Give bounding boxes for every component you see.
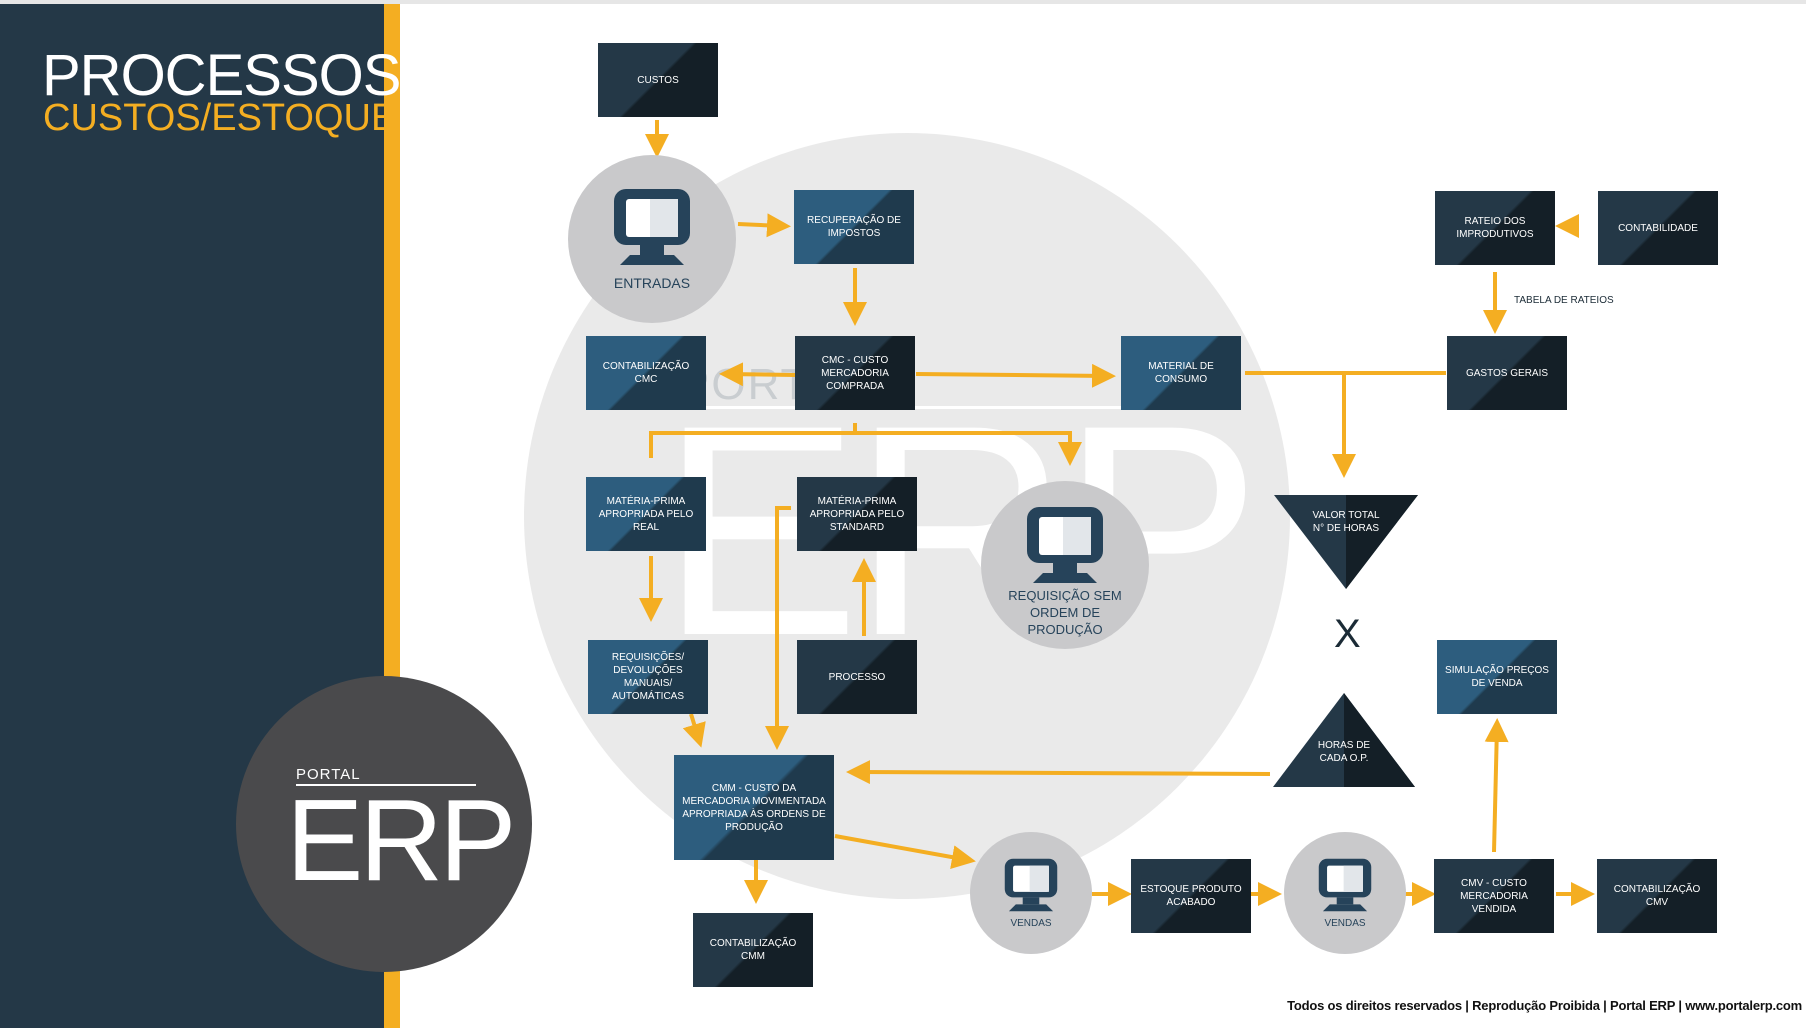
node-contabilizacao-cmc: CONTABILIZAÇÃO CMC [586, 336, 706, 410]
node-recuperacao-impostos: RECUPERAÇÃO DE IMPOSTOS [794, 190, 914, 264]
monitor-icon [1027, 507, 1103, 583]
node-cmc: CMC - CUSTO MERCADORIA COMPRADA [795, 336, 915, 410]
tabela-rateios-label: TABELA DE RATEIOS [1514, 295, 1614, 306]
node-gastos-gerais: GASTOS GERAIS [1447, 336, 1567, 410]
logo-divider [296, 784, 476, 786]
node-contabilizacao-cmm: CONTABILIZAÇÃO CMM [693, 913, 813, 987]
watermark-erp: ERP [660, 362, 1261, 698]
node-vendas-2: VENDAS [1284, 832, 1406, 954]
node-processo: PROCESSO [797, 640, 917, 714]
node-contabilizacao-cmv: CONTABILIZAÇÃO CMV [1597, 859, 1717, 933]
logo-portal-text: PORTAL [296, 766, 361, 783]
top-border [0, 0, 1806, 4]
footer-copyright: Todos os direitos reservados | Reproduçã… [1287, 998, 1802, 1013]
node-requisicoes-devolucoes: REQUISIÇÕES/ DEVOLUÇÕES MANUAIS/ AUTOMÁT… [588, 640, 708, 714]
node-custos: CUSTOS [598, 43, 718, 117]
node-estoque-produto-acabado: ESTOQUE PRODUTO ACABADO [1131, 859, 1251, 933]
node-simulacao-precos: SIMULAÇÃO PREÇOS DE VENDA [1437, 640, 1557, 714]
triangle-down-shape [1274, 495, 1418, 589]
node-horas-op: HORAS DE CADA O.P. [1273, 693, 1415, 787]
entradas-label: ENTRADAS [613, 275, 691, 291]
horas-op-label: HORAS DE CADA O.P. [1317, 740, 1371, 764]
node-mp-real: MATÉRIA-PRIMA APROPRIADA PELO REAL [586, 477, 706, 551]
page-title: PROCESSOS [42, 43, 401, 108]
multiply-sign: X [1334, 612, 1361, 656]
node-contabilidade: CONTABILIDADE [1598, 191, 1718, 265]
valor-total-label: VALOR TOTAL N° DE HORAS [1312, 510, 1380, 534]
node-rateio-improdutivos: RATEIO DOS IMPRODUTIVOS [1435, 191, 1555, 265]
node-valor-total-horas: VALOR TOTAL N° DE HORAS [1274, 495, 1418, 589]
monitor-icon [1318, 858, 1372, 912]
triangle-up-shape [1273, 693, 1415, 787]
node-vendas-1: VENDAS [970, 832, 1092, 954]
portal-erp-logo: PORTAL ERP [236, 676, 532, 972]
node-mp-standard: MATÉRIA-PRIMA APROPRIADA PELO STANDARD [797, 477, 917, 551]
vendas-1-label: VENDAS [1010, 918, 1052, 929]
node-requisicao-sem-op: REQUISIÇÃO SEM ORDEM DE PRODUÇÃO [981, 481, 1149, 649]
node-entradas: ENTRADAS [568, 155, 736, 323]
monitor-icon [1004, 858, 1058, 912]
monitor-icon [614, 189, 690, 265]
logo-erp-text: ERP [286, 775, 517, 905]
vendas-2-label: VENDAS [1324, 918, 1366, 929]
node-material-consumo: MATERIAL DE CONSUMO [1121, 336, 1241, 410]
node-cmv: CMV - CUSTO MERCADORIA VENDIDA [1434, 859, 1554, 933]
page-subtitle: CUSTOS/ESTOQUE [43, 97, 397, 139]
node-cmm: CMM - CUSTO DA MERCADORIA MOVIMENTADA AP… [674, 755, 834, 860]
requisicao-label: REQUISIÇÃO SEM ORDEM DE PRODUÇÃO [1008, 588, 1122, 637]
